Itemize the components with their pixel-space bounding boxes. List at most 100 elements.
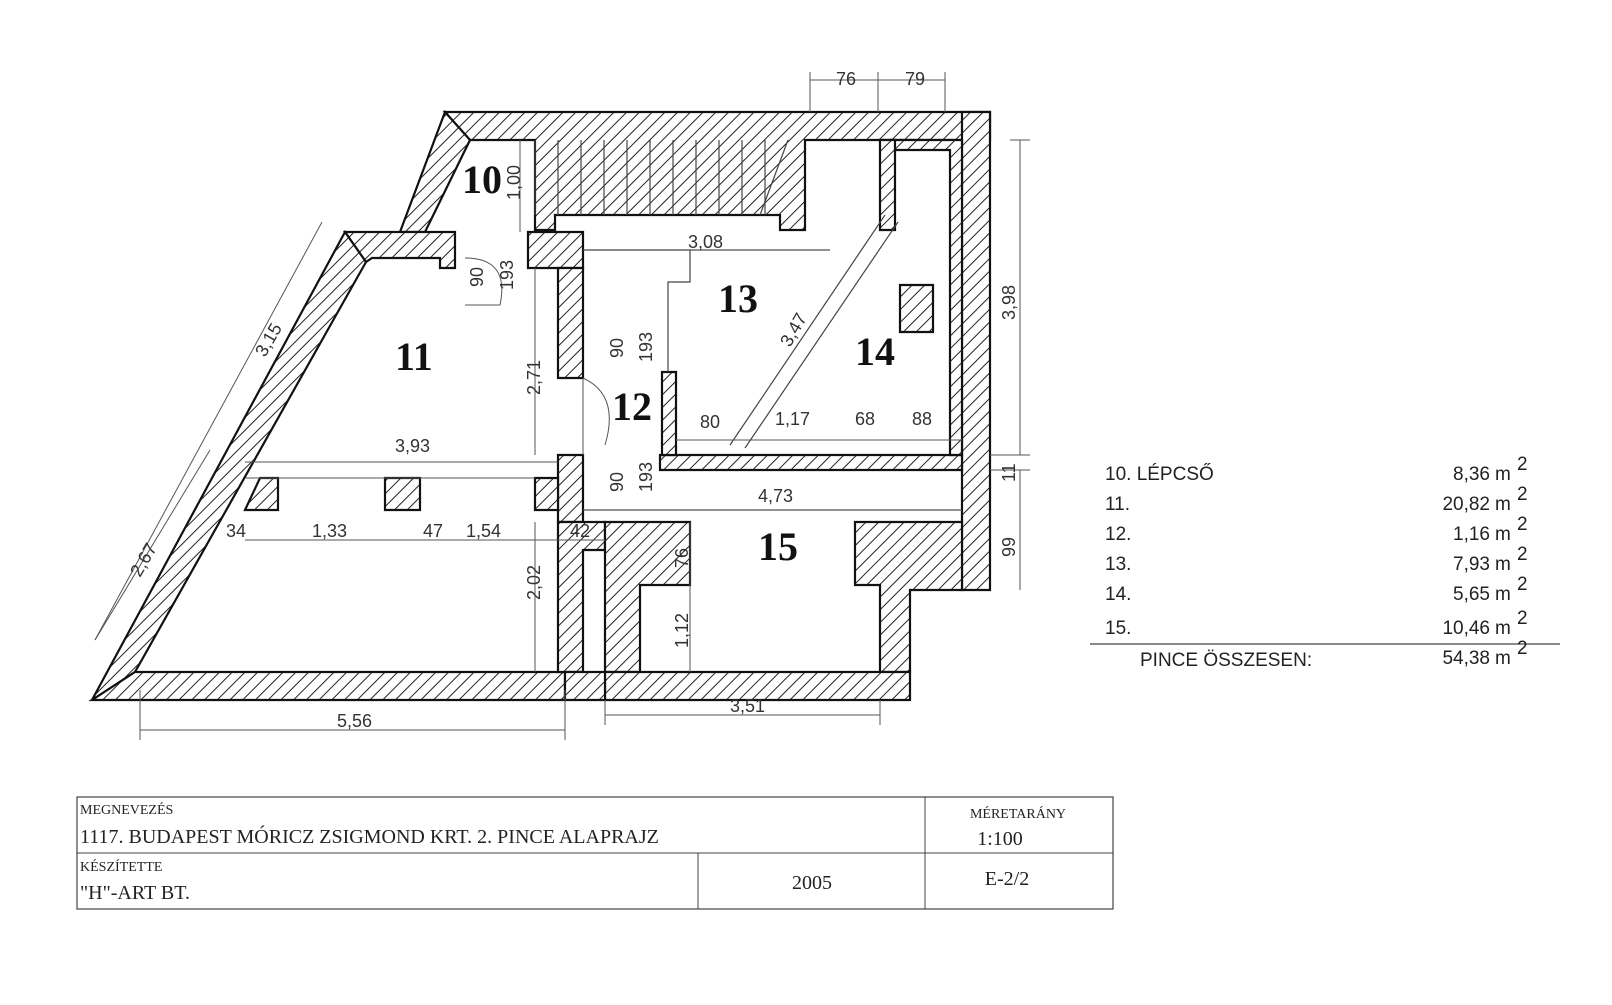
pillar-middle	[383, 476, 422, 512]
dim-label: 2,02	[524, 565, 544, 600]
megnevezes-label: MEGNEVEZÉS	[80, 801, 173, 818]
area-row-value: 1,16	[1453, 524, 1490, 545]
dim-label: 193	[636, 462, 656, 492]
dim-label: 34	[226, 521, 246, 541]
area-row-value: 7,93	[1453, 554, 1490, 575]
area-row-label: 11.	[1105, 494, 1130, 515]
chimney	[898, 283, 935, 334]
wall-15-bottom-left	[563, 670, 607, 702]
room-label-11: 11	[395, 334, 433, 379]
dim-label: 3,93	[395, 436, 430, 456]
dim-label: 5,56	[337, 711, 372, 731]
stair-diagonal	[744, 221, 899, 449]
dim-label: 193	[497, 260, 517, 290]
dim-label: 3,08	[688, 232, 723, 252]
area-unit: m	[1495, 494, 1511, 515]
area-unit-sup: 2	[1517, 484, 1528, 505]
pillar-left	[243, 476, 280, 512]
dim-label: 3,51	[730, 696, 765, 716]
wall-left-diagonal	[91, 229, 368, 701]
area-unit: m	[1495, 648, 1511, 669]
area-row-label: 13.	[1105, 554, 1131, 575]
meretarany-label: MÉRETARÁNY	[970, 805, 1066, 822]
room-label-15: 15	[758, 524, 798, 569]
area-row-value: 8,36	[1453, 464, 1490, 485]
wall-partition-11-12b	[556, 453, 585, 524]
area-total-label: PINCE ÖSSZESEN:	[1140, 650, 1312, 671]
dim-line	[94, 221, 323, 641]
title-block: MEGNEVEZÉS 1117. BUDAPEST MÓRICZ ZSIGMON…	[76, 796, 1114, 910]
dim-label: 1,12	[672, 613, 692, 648]
area-row-label: 14.	[1105, 584, 1131, 605]
meretarany-value: 1:100	[977, 828, 1023, 850]
dim-line	[94, 449, 211, 641]
year: 2005	[792, 872, 832, 894]
wall-15-left	[603, 520, 692, 674]
wall-top	[442, 110, 992, 232]
dim-label: 68	[855, 409, 875, 429]
room-label-14: 14	[855, 329, 895, 374]
dim-label: 90	[607, 338, 627, 358]
dim-label: 1,17	[775, 409, 810, 429]
area-table: 10. LÉPCSŐ 8,36 m 2 11. 20,82 m 2 12. 1,…	[1090, 454, 1560, 671]
door-arc-12	[582, 377, 610, 446]
dim-label: 1,54	[466, 521, 501, 541]
wall-right	[960, 110, 992, 592]
area-unit: m	[1495, 554, 1511, 575]
wall-10-left	[398, 109, 472, 234]
area-row-value: 10,46	[1442, 618, 1490, 639]
dim-label: 42	[570, 521, 590, 541]
area-unit-sup: 2	[1517, 454, 1528, 475]
area-unit: m	[1495, 618, 1511, 639]
wall-partition-lower	[556, 520, 607, 674]
area-unit: m	[1495, 464, 1511, 485]
area-unit-sup: 2	[1517, 514, 1528, 535]
dimension-lines	[94, 72, 1030, 740]
room-labels: 10 11 12 13 14 15	[395, 157, 895, 569]
megnevezes-value: 1117. BUDAPEST MÓRICZ ZSIGMOND KRT. 2. P…	[80, 824, 659, 848]
wall-stair-right	[878, 138, 897, 232]
keszitette-value: "H"-ART BT.	[80, 882, 190, 904]
area-unit: m	[1495, 524, 1511, 545]
area-unit: m	[1495, 584, 1511, 605]
dim-label: 2,67	[126, 540, 161, 580]
wall-15-right	[853, 520, 964, 674]
dim-label: 1,00	[504, 165, 524, 200]
dim-label: 3,98	[999, 285, 1019, 320]
area-row-value: 5,65	[1453, 584, 1490, 605]
stairs	[534, 139, 899, 449]
wall-11-top	[342, 230, 457, 270]
dim-label: 76	[836, 69, 856, 89]
walls	[88, 109, 992, 702]
dim-label: 76	[672, 548, 692, 568]
sheet-number: E-2/2	[985, 868, 1029, 890]
dim-label: 193	[636, 332, 656, 362]
room-label-10: 10	[462, 157, 502, 202]
area-row-label: 15.	[1105, 618, 1131, 639]
dim-label: 4,73	[758, 486, 793, 506]
wall-bottom	[88, 670, 567, 702]
wall-12-stub	[660, 370, 678, 457]
dim-label: 80	[700, 412, 720, 432]
room-label-12: 12	[612, 384, 652, 429]
dim-label: 2,71	[524, 360, 544, 395]
area-total-value: 54,38	[1442, 648, 1490, 669]
room-label-13: 13	[718, 276, 758, 321]
dim-label: 88	[912, 409, 932, 429]
dim-label: 1,33	[312, 521, 347, 541]
room-13-outline	[583, 249, 691, 372]
dim-label: 79	[905, 69, 925, 89]
area-unit-sup: 2	[1517, 608, 1528, 629]
wall-jamb-10-11	[526, 230, 585, 270]
dim-label: 90	[607, 472, 627, 492]
door-arc-10	[464, 257, 503, 306]
area-row-label: 10. LÉPCSŐ	[1105, 463, 1214, 485]
dim-label: 99	[999, 537, 1019, 557]
dim-label: 47	[423, 521, 443, 541]
area-unit-sup: 2	[1517, 574, 1528, 595]
area-unit-sup: 2	[1517, 638, 1528, 659]
wall-13-14-bottom	[658, 453, 964, 472]
wall-partition-11-12	[556, 266, 585, 380]
